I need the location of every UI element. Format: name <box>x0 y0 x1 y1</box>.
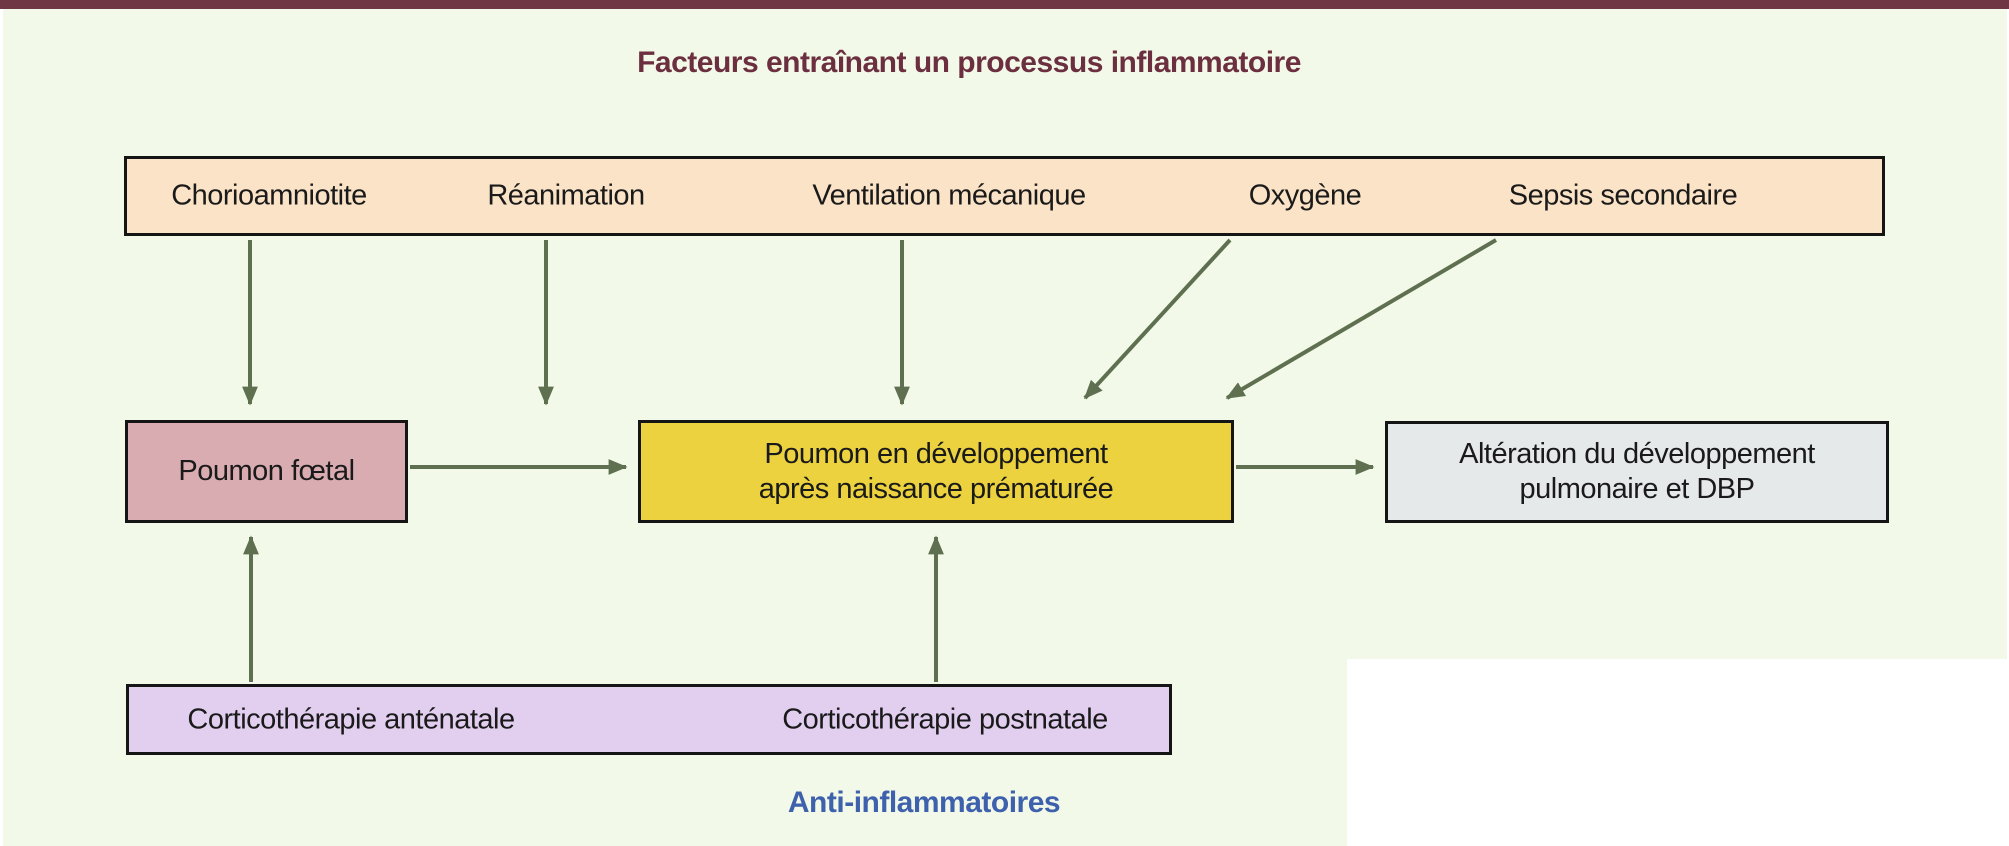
node-developing-lung-line1: Poumon en développement <box>764 437 1108 470</box>
node-fetal-lung: Poumon fœtal <box>125 420 408 523</box>
therapy-box: Corticothérapie anténatale Corticothérap… <box>126 684 1172 755</box>
node-alteration-line1: Altération du développement <box>1459 438 1815 470</box>
therapy-label-postnatal: Corticothérapie postnatale <box>782 703 1108 735</box>
factor-label-chorioamniotite: Chorioamniotite <box>171 179 367 212</box>
footer-label-anti-inflammatoires: Anti-inflammatoires <box>787 786 1061 819</box>
diagram-title: Facteurs entraînant un processus inflamm… <box>637 46 1301 79</box>
therapy-label-antenatal: Corticothérapie anténatale <box>187 703 515 735</box>
top-accent-bar <box>0 0 2009 9</box>
factor-label-reanimation: Réanimation <box>487 179 645 212</box>
node-alteration-line2: pulmonaire et DBP <box>1519 473 1755 505</box>
white-overlay <box>1347 659 2009 846</box>
factor-label-oxygene: Oxygène <box>1248 179 1362 212</box>
factors-box: Chorioamniotite Réanimation Ventilation … <box>124 156 1885 236</box>
node-alteration: Altération du développement pulmonaire e… <box>1385 421 1889 523</box>
node-fetal-lung-label: Poumon fœtal <box>178 455 355 487</box>
factor-label-ventilation-mecanique: Ventilation mécanique <box>812 179 1086 212</box>
node-developing-lung: Poumon en développement après naissance … <box>638 420 1234 523</box>
factor-label-sepsis-secondaire: Sepsis secondaire <box>1508 179 1738 212</box>
node-developing-lung-line2: après naissance prématurée <box>758 472 1114 505</box>
